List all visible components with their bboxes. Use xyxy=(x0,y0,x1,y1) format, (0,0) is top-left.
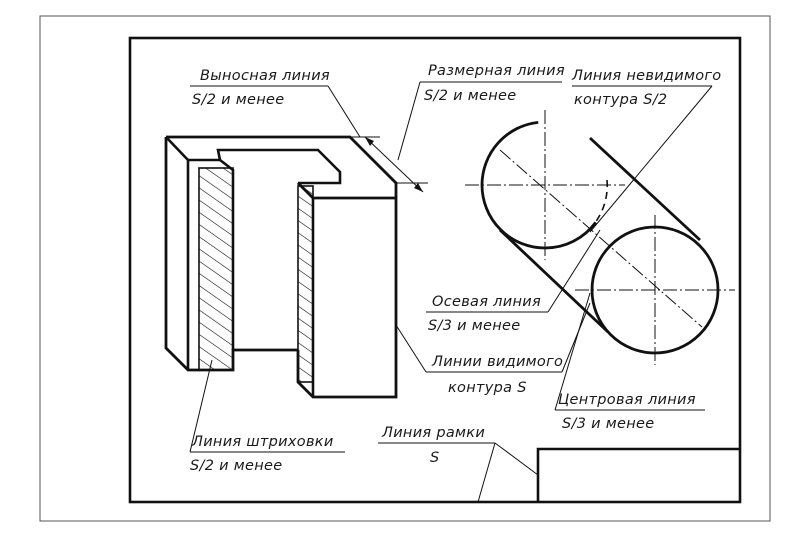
label-axis-line: Осевая линия S/3 и менее xyxy=(428,294,541,334)
cylinder-drawing xyxy=(465,110,735,365)
frame-line-name: Линия рамки xyxy=(381,425,485,441)
visible-line-name-2: контура S xyxy=(448,380,527,396)
drawing-frame xyxy=(128,36,742,504)
extension-line-thickness: S/2 и менее xyxy=(192,92,284,108)
center-line-thickness: S/3 и менее xyxy=(562,416,654,432)
cylinder-top-generatrix xyxy=(589,136,701,242)
center-line-name: Центровая линия xyxy=(558,392,696,408)
frame-line-thickness: S xyxy=(430,450,440,466)
slotted-block-drawing xyxy=(164,135,398,399)
left-face-edge xyxy=(165,136,190,370)
leader-lines xyxy=(189,81,713,503)
cylinder-axis xyxy=(499,149,703,328)
dimension-line-thickness: S/2 и менее xyxy=(424,88,516,104)
block-top-edge xyxy=(166,135,398,198)
label-extension-line: Выносная линия S/2 и менее xyxy=(192,68,330,108)
dimension-drawing xyxy=(350,136,428,193)
right-hatched-section xyxy=(297,185,314,383)
label-hatch-line: Линия штриховки S/2 и менее xyxy=(190,434,334,474)
hidden-line-name-2: контура S/2 xyxy=(574,92,667,108)
hatch-line-name: Линия штриховки xyxy=(191,434,334,450)
label-dimension-line: Размерная линия S/2 и менее xyxy=(424,63,565,104)
label-hidden-line: Линия невидимого контура S/2 xyxy=(571,68,721,108)
cylinder-bottom-generatrix xyxy=(499,228,609,334)
sheet-outer-border xyxy=(39,15,771,522)
visible-line-name-1: Линии видимого xyxy=(431,354,563,370)
cylinder-back-circle-hidden xyxy=(569,179,609,244)
label-center-line: Центровая линия S/3 и менее xyxy=(558,392,696,432)
title-block xyxy=(536,447,740,502)
extension-line-name: Выносная линия xyxy=(200,68,330,84)
label-visible-line: Линии видимого контура S xyxy=(431,354,563,396)
left-hatched-section xyxy=(198,167,234,371)
hidden-line-name-1: Линия невидимого xyxy=(571,68,721,84)
hatch-line-thickness: S/2 и менее xyxy=(190,458,282,474)
dimension-line-name: Размерная линия xyxy=(428,63,565,79)
axis-line-name: Осевая линия xyxy=(432,294,541,310)
label-frame-line: Линия рамки S xyxy=(381,425,485,466)
axis-line-thickness: S/3 и менее xyxy=(428,318,520,334)
